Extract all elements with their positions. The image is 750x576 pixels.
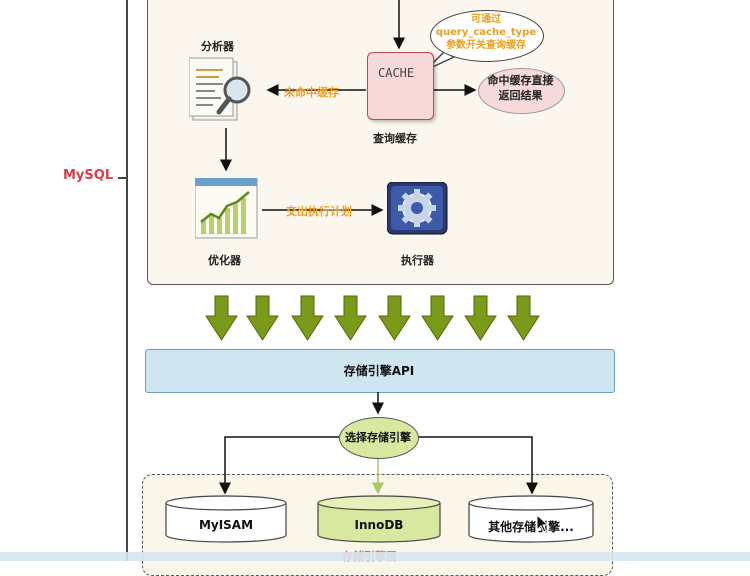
engine-connectors (219, 392, 538, 495)
storage-engine-api-label: 存储引擎API (343, 364, 415, 378)
green-arrows-row (205, 295, 540, 341)
green-down-arrow (378, 295, 411, 341)
bottom-band (0, 552, 750, 561)
hit-line-1: 命中缓存直接 (487, 74, 554, 87)
hit-line-2: 返回结果 (498, 89, 543, 102)
mysql-label: MySQL (63, 168, 114, 183)
optimizer-chart-icon (195, 178, 258, 239)
green-down-arrow (507, 295, 540, 341)
mysql-bracket-line (126, 0, 128, 561)
bubble-line-1: 可通过 (471, 14, 501, 25)
innodb-cylinder (317, 495, 441, 543)
executor-label: 执行器 (401, 254, 434, 267)
bubble-line-2: query_cache_type (435, 27, 537, 38)
choose-engine-oval (339, 417, 419, 459)
myisam-label: MyISAM (198, 518, 254, 532)
myisam-cylinder (165, 495, 287, 543)
green-down-arrow (421, 295, 454, 341)
cache-box-text: CACHE (378, 66, 415, 80)
analyzer-icon (189, 57, 251, 121)
other-engines-label: 其他存储引擎... (488, 520, 574, 534)
green-down-arrow (334, 295, 367, 341)
green-down-arrow (464, 295, 497, 341)
execution-plan-label: 交出执行计划 (286, 205, 352, 218)
green-down-arrow (205, 295, 238, 341)
bubble-line-3: 参数开关查询缓存 (446, 40, 526, 51)
cache-hit-oval (478, 68, 565, 114)
query-cache-box (367, 52, 434, 120)
choose-engine-label: 选择存储引擎 (345, 431, 411, 444)
green-down-arrow (246, 295, 279, 341)
analyzer-label: 分析器 (201, 40, 234, 53)
cache-hit-text: 命中缓存直接 返回结果 (478, 73, 563, 103)
executor-gear-icon (387, 182, 448, 235)
miss-cache-label: 未命中缓存 (284, 86, 339, 99)
green-down-arrow (291, 295, 324, 341)
mouse-cursor-icon (536, 514, 550, 533)
other-engines-cylinder (468, 495, 594, 543)
storage-engine-api-bar (145, 349, 615, 393)
mysql-bracket-tick (118, 177, 128, 179)
optimizer-label: 优化器 (208, 254, 241, 267)
cache-type-bubble (430, 10, 544, 62)
innodb-label: InnoDB (354, 518, 404, 532)
query-cache-label: 查询缓存 (373, 132, 417, 145)
cache-type-bubble-text: 可通过 query_cache_type 参数开关查询缓存 (430, 13, 542, 52)
